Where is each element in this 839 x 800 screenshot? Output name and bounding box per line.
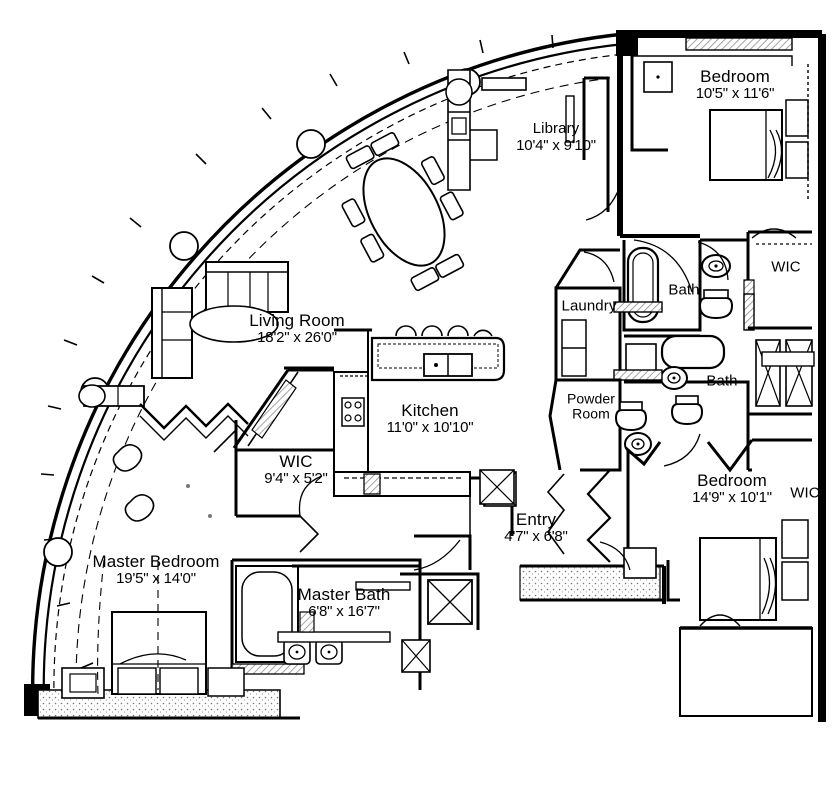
stool-icon-2: [421, 325, 443, 337]
wic-shelving: [251, 379, 297, 439]
armchair-icon-b: [124, 494, 155, 522]
linen-closet-upper: [743, 293, 755, 331]
bed-icon-bedroom2: [709, 109, 783, 181]
balcony-lower-right: [679, 627, 813, 717]
library-wall-right: [584, 76, 610, 212]
nightstand-bedroom3-b: [781, 561, 809, 601]
console-table: [481, 77, 527, 91]
bath-upper-walls: [622, 240, 702, 332]
powder-room-walls: [556, 378, 622, 472]
wic-angled-wall: [232, 369, 290, 449]
vanity-cabinet-lower: [625, 343, 657, 375]
bedroom2-soffit: [685, 37, 793, 51]
armchair-icon-a: [112, 444, 143, 472]
column-icon-3: [169, 231, 199, 261]
kitchen-pantry: [363, 473, 381, 495]
master-partition-zigzag: [139, 402, 249, 430]
pillow-icon-a: [117, 667, 157, 695]
bedroom2-closet: [643, 61, 673, 93]
door-swing-icon-balcony: [699, 614, 741, 627]
dresser-icon-master: [61, 667, 105, 699]
kitchen-counter-lower: [333, 471, 471, 497]
curtain-wall-mullions: [40, 34, 554, 669]
bed-icon-bedroom3: [699, 537, 777, 621]
stool-icon-4: [473, 329, 493, 337]
hall-wall: [414, 534, 472, 570]
door-swing-icon-laundry: [583, 251, 615, 283]
library-cabinet: [451, 117, 467, 135]
library-counter: [470, 129, 498, 161]
toilet-icon-bath-lower: [670, 403, 704, 426]
toilet-icon-bath-upper: [698, 297, 734, 320]
dining-table-icon: [341, 132, 465, 292]
shelf-bar-b: [613, 369, 663, 381]
kitchen-cabinets-left: [333, 371, 369, 487]
entry-closet: [623, 547, 657, 579]
powder-room-angled-wall: [548, 379, 562, 471]
door-swing-icon-bath-upper: [697, 241, 729, 281]
coffee-table-icon: [189, 305, 279, 343]
sofa-icon-b: [151, 287, 193, 379]
wic-lower-rod: [761, 351, 815, 367]
door-swing-icon-wic-upper: [751, 228, 797, 239]
toilet-icon-powder: [614, 409, 648, 432]
exterior-curved-wall-outer: [30, 32, 625, 713]
column-icon-5: [43, 537, 73, 567]
library-shelf: [565, 95, 575, 143]
dining-chairs: [341, 132, 465, 292]
sofa-icon-a: [205, 261, 289, 313]
bedroom3-wall-left-angled: [626, 441, 662, 580]
master-vanity-counter: [277, 631, 391, 643]
bedroom3-closet-wall: [706, 439, 754, 473]
door-swing-icon-bedroom2: [633, 239, 693, 293]
towel-bar: [299, 611, 315, 633]
hall-zigzag-wall: [586, 469, 612, 563]
stool-icon-1: [395, 325, 417, 337]
shelf-bar-a: [613, 301, 663, 313]
door-swing-icon-library: [585, 185, 621, 221]
door-swing-icon-bath-lower: [663, 433, 701, 467]
door-swing-icon-entry: [599, 541, 631, 571]
nightstand-master: [207, 667, 245, 697]
bathtub-icon-lower: [660, 334, 726, 370]
master-bath-ledge: [355, 581, 411, 591]
stove-icon: [341, 397, 365, 427]
door-swing-icon-hall: [413, 539, 461, 571]
pillow-icon-b: [159, 667, 199, 695]
bar-sink-icon: [78, 384, 106, 408]
bedroom2-closet-wall: [630, 56, 668, 152]
nightstand-bedroom2-b: [785, 141, 809, 179]
library-lamp-icon: [445, 78, 473, 106]
door-swing-icon-wic: [298, 475, 323, 517]
nightstand-bedroom2-a: [785, 99, 809, 137]
stool-icon-3: [447, 325, 469, 337]
nightstand-bedroom3-a: [781, 519, 809, 559]
column-icon-1: [296, 129, 326, 159]
laundry-wall-angled: [554, 248, 620, 289]
